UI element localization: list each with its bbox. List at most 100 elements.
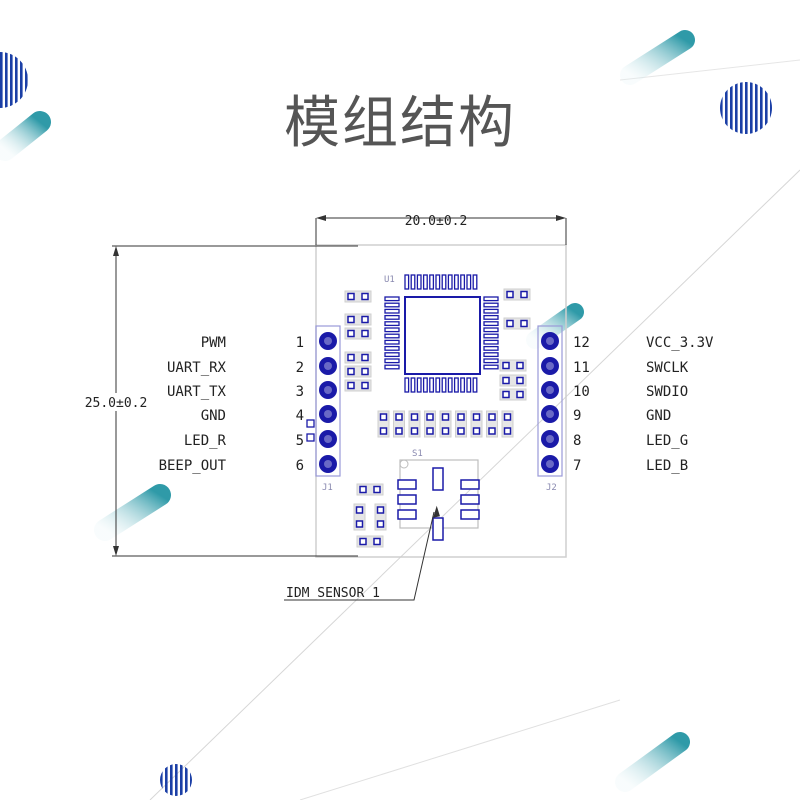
- sensor-s1-marker: [399, 459, 409, 469]
- j2-label: J2: [546, 483, 557, 493]
- connector-j1: [315, 325, 341, 477]
- smd-component: [499, 374, 527, 387]
- pin-label: GND: [646, 408, 671, 424]
- ic-pin: [416, 377, 422, 393]
- header-pin-4: [319, 405, 337, 423]
- ic-pin: [384, 302, 400, 308]
- sensor-pad: [432, 517, 444, 541]
- sensor-side-pad: [460, 494, 480, 505]
- sensor-callout: IDM_SENSOR_1: [284, 505, 440, 601]
- ic-pin: [384, 339, 400, 345]
- smd-component: [344, 327, 372, 340]
- ic-pin: [384, 321, 400, 327]
- smd-component: [455, 410, 467, 438]
- smd-component: [344, 351, 372, 364]
- pin-number: 7: [573, 458, 581, 474]
- teal-capsule: [0, 111, 51, 161]
- sensor-side-pad: [397, 494, 417, 505]
- pin-number: 1: [296, 335, 304, 351]
- ic-pin: [483, 339, 499, 345]
- ic-pin: [483, 327, 499, 333]
- header-pins: 1PWM2UART_RX3UART_TX4GND5LED_R6BEEP_OUT1…: [159, 332, 714, 474]
- smd-component: [499, 359, 527, 372]
- page-title: 模组结构: [284, 91, 516, 156]
- smd-component: [424, 410, 436, 438]
- ic-pin: [483, 308, 499, 314]
- striped-circle: [160, 764, 192, 796]
- ic-pin: [483, 302, 499, 308]
- ic-pin: [384, 333, 400, 339]
- smd-component: [344, 290, 372, 303]
- smd-component: [503, 288, 531, 301]
- ic-pin: [384, 358, 400, 364]
- ic-pin: [384, 308, 400, 314]
- ic-pin: [416, 274, 422, 290]
- pin-label: VCC_3.3V: [646, 335, 714, 351]
- height-dimension: 25.0±0.2: [76, 245, 358, 557]
- width-dimension: 20.0±0.2: [315, 214, 567, 245]
- ic-pin: [384, 296, 400, 302]
- ic-pin: [483, 352, 499, 358]
- ic-pin: [460, 274, 466, 290]
- ic-pin: [483, 333, 499, 339]
- ic-pin: [422, 274, 428, 290]
- pin-number: 3: [296, 384, 304, 400]
- header-pin-9: [541, 405, 559, 423]
- header-pin-2: [319, 357, 337, 375]
- ic-pin: [447, 377, 453, 393]
- ic-pin: [441, 274, 447, 290]
- pin-number: 10: [573, 384, 590, 400]
- pin-label: GND: [201, 408, 226, 424]
- ic-pin: [447, 274, 453, 290]
- ic-pin: [483, 364, 499, 370]
- ic-pin: [466, 377, 472, 393]
- header-pin-8: [541, 430, 559, 448]
- ic-pin: [384, 327, 400, 333]
- sensor-side-pad: [460, 509, 480, 520]
- header-pin-12: [541, 332, 559, 350]
- header-pin-3: [319, 381, 337, 399]
- pin-number: 12: [573, 335, 590, 351]
- header-pin-1: [319, 332, 337, 350]
- ic-pin: [483, 314, 499, 320]
- pin-label: UART_RX: [167, 360, 227, 376]
- pin-marker: [306, 433, 315, 442]
- smd-component: [470, 410, 483, 438]
- teal-capsule: [94, 484, 171, 541]
- pin-number: 11: [573, 360, 590, 376]
- ic-pin: [404, 274, 410, 290]
- smd-component: [503, 317, 531, 330]
- smd-component: [501, 410, 514, 438]
- ic-pin: [483, 345, 499, 351]
- diagonal-line: [299, 699, 621, 800]
- pin-number: 9: [573, 408, 581, 424]
- pin-label: SWDIO: [646, 384, 688, 400]
- header-pin-5: [319, 430, 337, 448]
- width-dimension-label: 20.0±0.2: [405, 214, 468, 229]
- s1-label: S1: [412, 449, 423, 459]
- pin-number: 6: [296, 458, 304, 474]
- ic-pin: [410, 377, 416, 393]
- passive-components: [344, 288, 531, 548]
- ic-pin: [422, 377, 428, 393]
- ic-pin: [410, 274, 416, 290]
- smd-component: [356, 535, 384, 548]
- smd-component: [486, 410, 498, 438]
- pin-label: LED_G: [646, 433, 688, 449]
- header-pin-6: [319, 455, 337, 473]
- smd-component: [393, 410, 405, 438]
- ic-pin: [404, 377, 410, 393]
- ic-u1-body: [404, 296, 481, 375]
- j1-label: J1: [322, 483, 333, 493]
- pin-label: BEEP_OUT: [159, 458, 227, 474]
- diagonal-line: [619, 59, 800, 81]
- ic-pin: [460, 377, 466, 393]
- u1-label: U1: [384, 275, 395, 285]
- ic-pin: [429, 274, 435, 290]
- pin-number: 8: [573, 433, 581, 449]
- smd-component: [353, 503, 366, 531]
- ic-pin: [429, 377, 435, 393]
- smd-component: [344, 379, 372, 392]
